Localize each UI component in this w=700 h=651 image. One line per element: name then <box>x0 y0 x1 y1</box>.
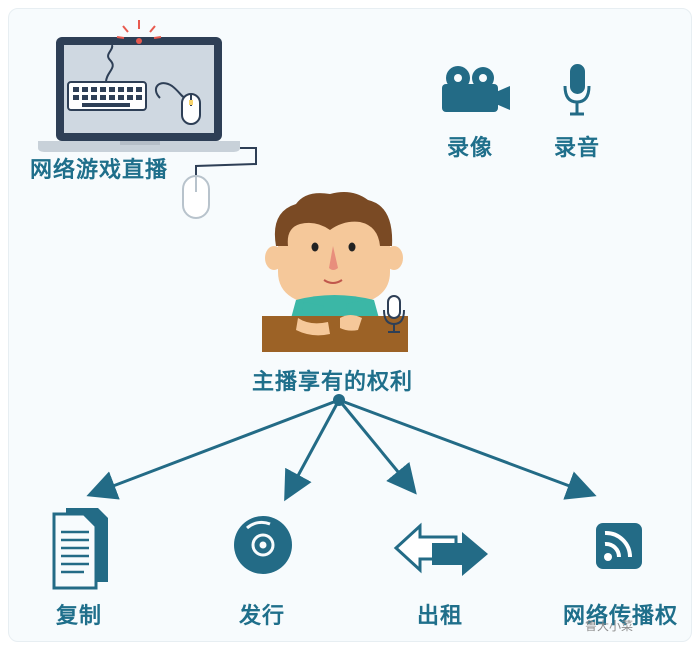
center-title: 主播享有的权利 <box>252 370 414 395</box>
desk <box>262 316 408 352</box>
copy-label: 复制 <box>56 604 103 629</box>
video-camera-icon <box>442 66 510 112</box>
desk-microphone-icon <box>383 295 405 333</box>
rent-label: 出租 <box>417 604 464 629</box>
exchange-arrows-icon <box>393 522 488 576</box>
distribute-label: 发行 <box>239 604 286 629</box>
video-label: 录像 <box>447 136 494 161</box>
arrow-to-rent <box>337 399 417 495</box>
disc-icon <box>234 516 292 574</box>
microphone-icon <box>563 64 591 116</box>
arrow-to-distribute <box>284 399 341 502</box>
documents-icon <box>52 508 108 590</box>
mouse-icon <box>182 147 257 219</box>
arrow-to-copy <box>86 398 340 500</box>
audio-label: 录音 <box>554 136 601 161</box>
laptop-icon <box>38 20 240 152</box>
arrow-to-network <box>338 398 597 500</box>
streamer-hands <box>296 315 362 336</box>
rss-icon <box>596 523 642 569</box>
watermark: 鲁大小菜 <box>585 619 634 633</box>
arrow-hub <box>333 394 345 406</box>
rights-arrows <box>86 398 597 502</box>
live-stream-label: 网络游戏直播 <box>30 158 169 183</box>
streamer-icon <box>265 192 403 334</box>
network-label: 网络传播权 <box>563 604 679 629</box>
